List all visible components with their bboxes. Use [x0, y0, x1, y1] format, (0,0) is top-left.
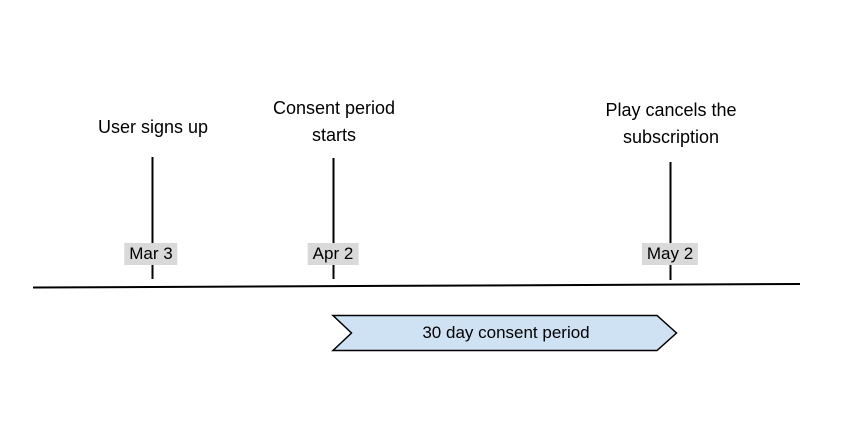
date-badge-mar3: Mar 3 [124, 243, 178, 265]
event-label-user-signs-up: User signs up [97, 117, 209, 137]
date-badge-apr2: Apr 2 [307, 243, 359, 265]
period-arrow-shape [331, 314, 678, 352]
event-label-play-cancels-subscription: Play cancels the subscription [605, 100, 737, 147]
date-badge-may2: May 2 [641, 243, 699, 265]
timeline-axis [32, 283, 801, 289]
event-label-consent-period-starts: Consent period starts [272, 98, 396, 145]
period-arrow-label: 30 day consent period [422, 323, 590, 342]
